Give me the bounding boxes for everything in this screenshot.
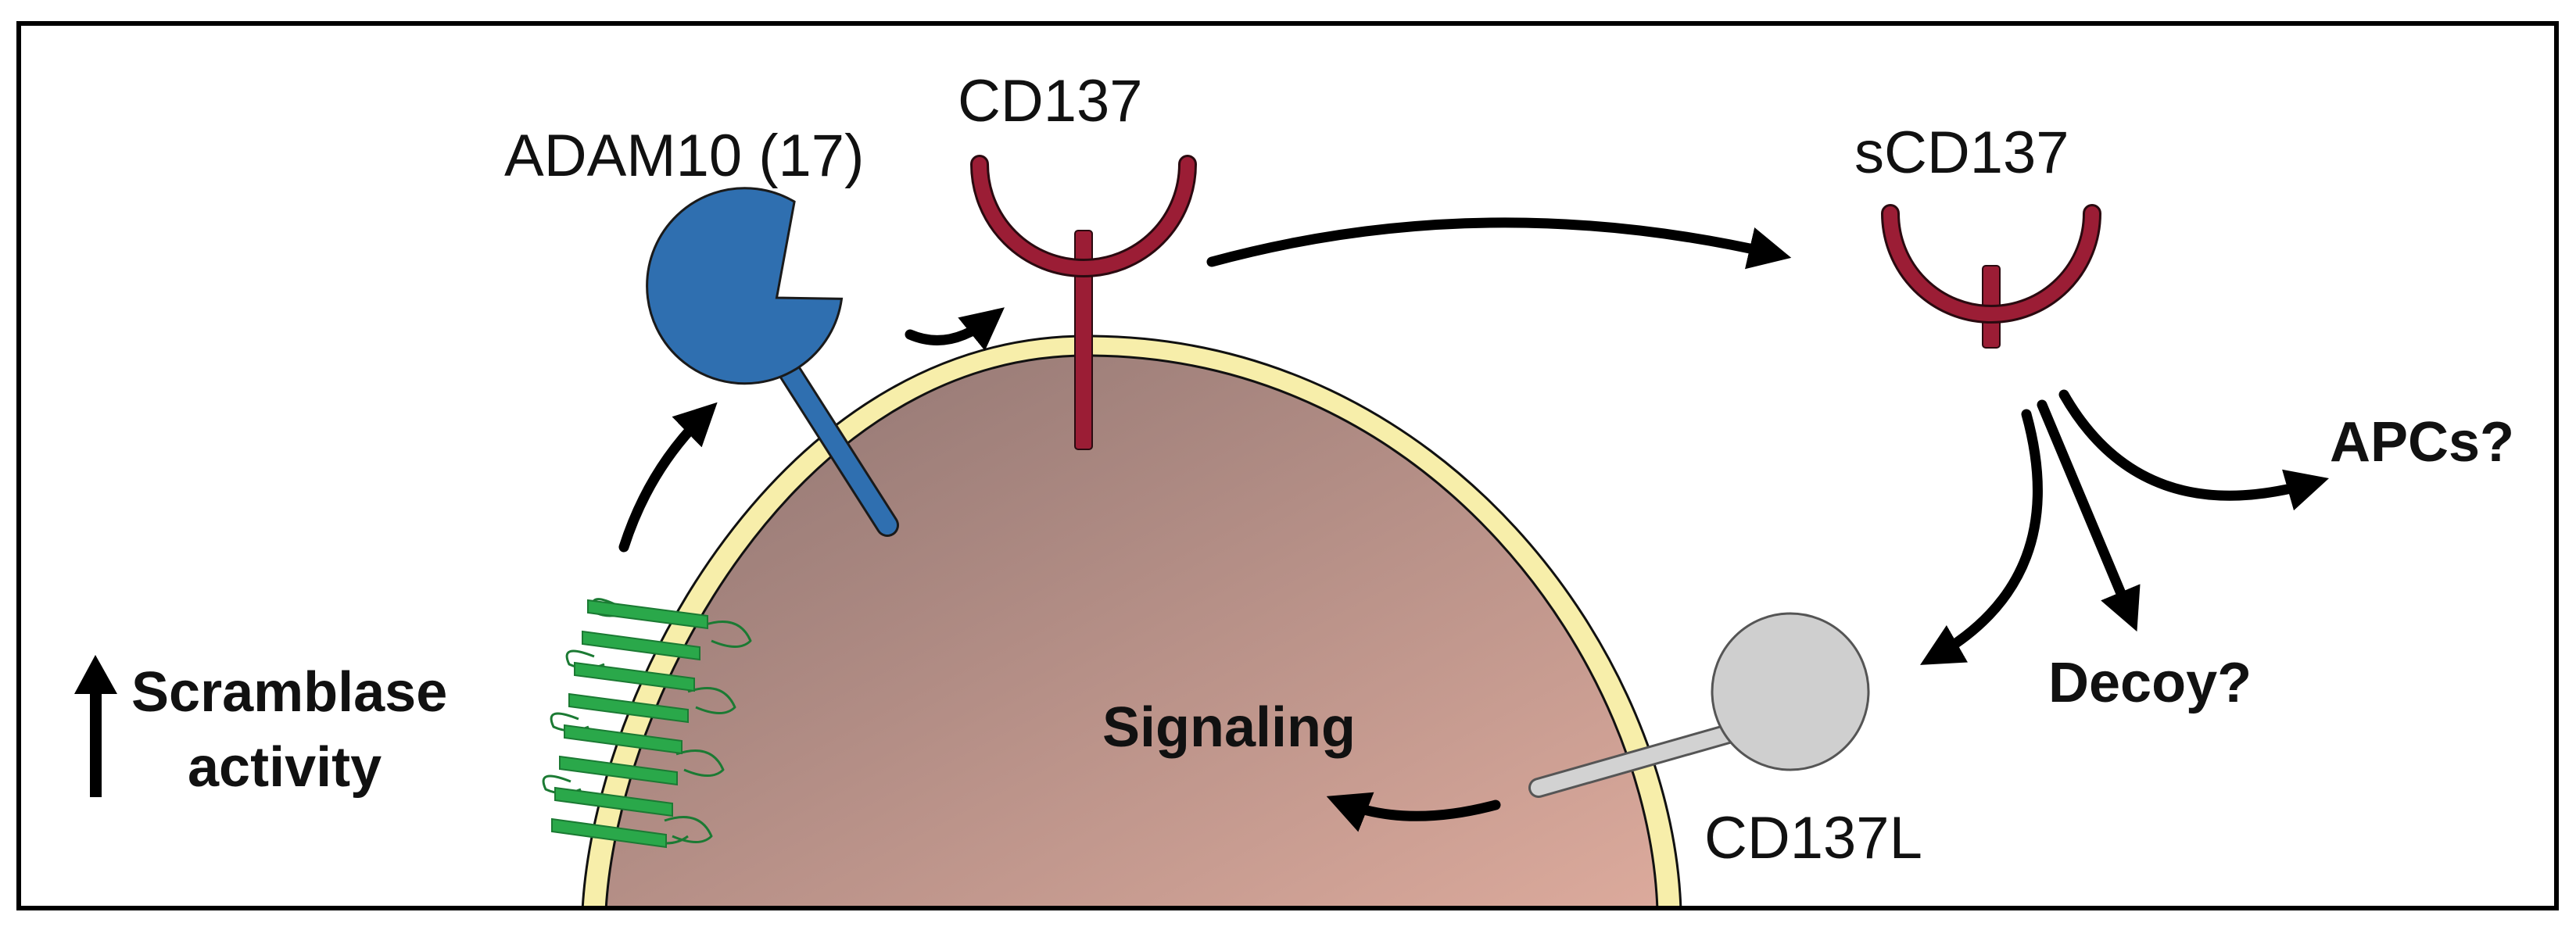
label-cd137l: CD137L: [1704, 805, 1922, 871]
arrow-adam-to-cd137: [905, 307, 1005, 351]
label-adam10: ADAM10 (17): [504, 123, 864, 189]
label-decoy: Decoy?: [2048, 652, 2252, 714]
label-scd137: sCD137: [1854, 120, 2069, 186]
label-cd137: CD137: [958, 68, 1143, 134]
label-scramblase-line2: activity: [188, 736, 382, 799]
label-apcs: APCs?: [2330, 411, 2514, 474]
arrow-scramblase-to-adam: [618, 402, 718, 553]
arrow-to-decoy: [2037, 399, 2141, 632]
arrow-cd137-to-scd137: [1206, 217, 1792, 270]
arrows: [618, 217, 2330, 832]
cd137-receptor: [970, 155, 1197, 450]
adam10-protein: [646, 187, 899, 537]
label-scramblase-line1: Scramblase: [131, 661, 447, 724]
figure-frame: [16, 21, 2559, 910]
scramblase-strands: [551, 599, 708, 849]
up-arrow-icon: [74, 655, 117, 797]
arrow-to-signaling: [1326, 792, 1501, 832]
cd137l-head: [1711, 612, 1870, 771]
arrow-to-apcs: [2058, 389, 2330, 511]
label-signaling: Signaling: [1102, 696, 1356, 759]
scd137-soluble-receptor: [1881, 204, 2101, 349]
arrow-to-cd137l: [1920, 409, 2043, 665]
adam10-pacman-head: [646, 187, 844, 385]
cd137l-ligand: [1528, 612, 1870, 798]
